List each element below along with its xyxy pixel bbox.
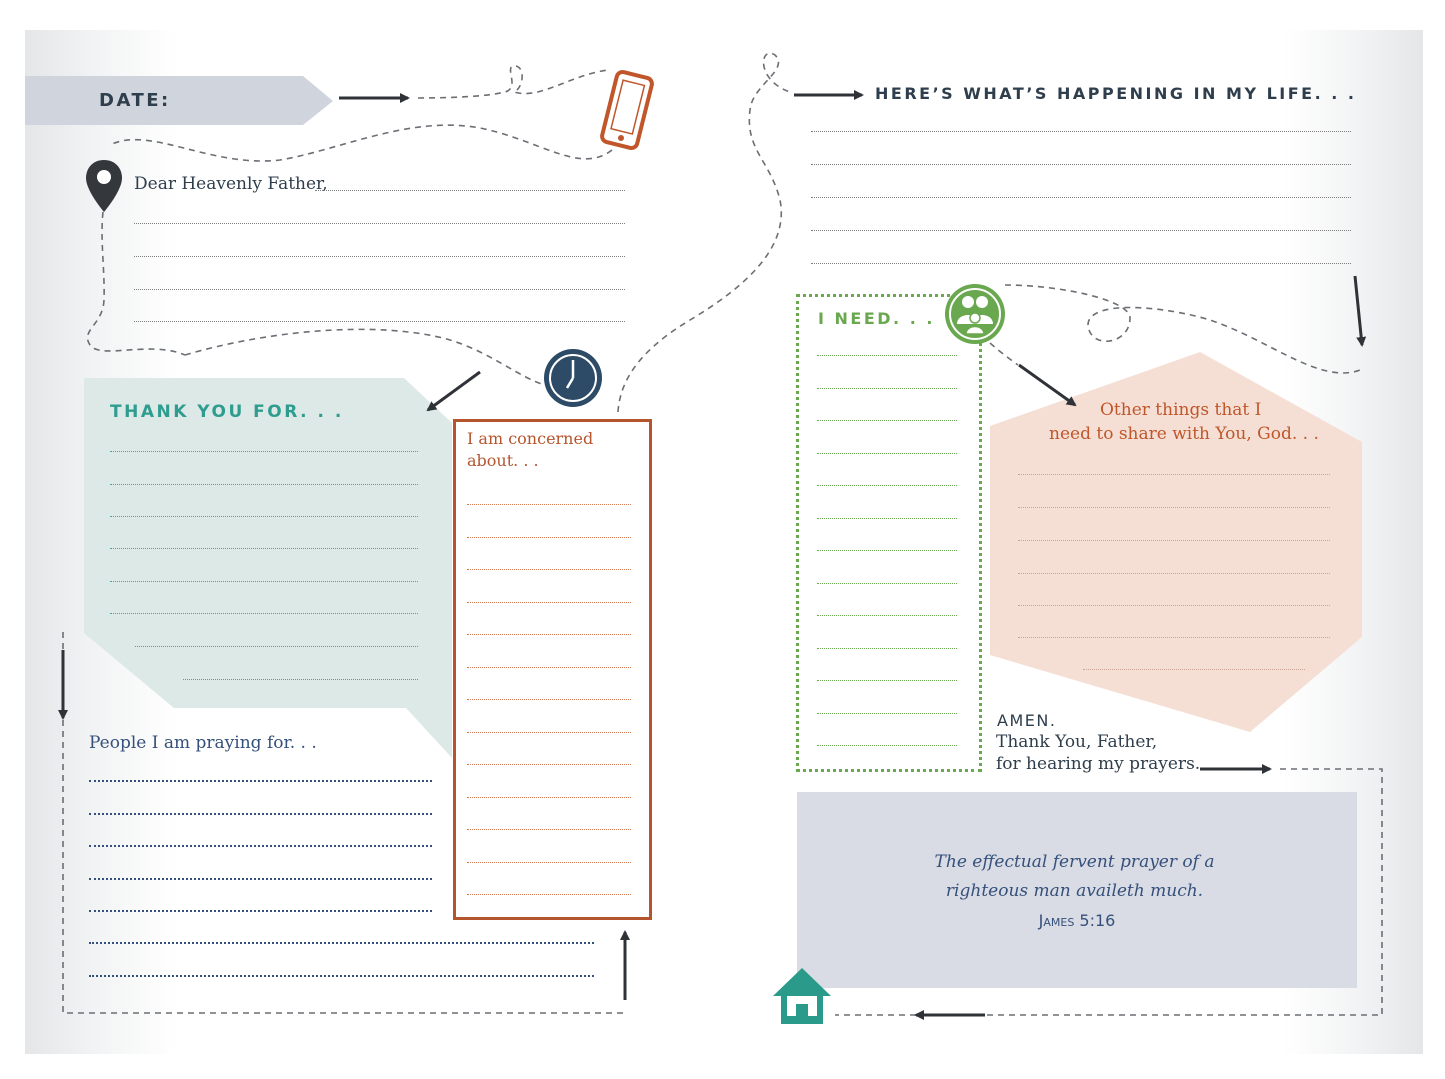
- concerned-heading-line1: I am concerned: [467, 429, 594, 448]
- thank-you-line[interactable]: [110, 613, 418, 614]
- letter-line[interactable]: [134, 289, 625, 290]
- other-line[interactable]: [1018, 474, 1330, 475]
- need-line[interactable]: [817, 713, 957, 714]
- need-line[interactable]: [817, 745, 957, 746]
- verse-line2: righteous man availeth much.: [945, 881, 1204, 901]
- people-heading: People I am praying for. . .: [89, 733, 317, 753]
- need-line[interactable]: [817, 583, 957, 584]
- thank-you-line[interactable]: [110, 581, 418, 582]
- other-line[interactable]: [1083, 669, 1305, 670]
- verse-reference: James 5:16: [1038, 911, 1116, 930]
- concerned-line[interactable]: [467, 894, 631, 895]
- need-line[interactable]: [817, 648, 957, 649]
- need-box: [796, 294, 982, 772]
- thank-you-line[interactable]: [110, 548, 418, 549]
- concerned-box: [453, 419, 652, 920]
- date-banner: [25, 76, 333, 125]
- concerned-line[interactable]: [467, 504, 631, 505]
- need-line[interactable]: [817, 420, 957, 421]
- people-line[interactable]: [89, 845, 432, 847]
- concerned-line[interactable]: [467, 699, 631, 700]
- concerned-line[interactable]: [467, 634, 631, 635]
- need-line[interactable]: [817, 550, 957, 551]
- thank-you-panel: [84, 378, 452, 758]
- concerned-heading-line2: about. . .: [467, 451, 539, 470]
- letter-line[interactable]: [134, 321, 625, 322]
- other-line[interactable]: [1018, 605, 1330, 606]
- concerned-line[interactable]: [467, 797, 631, 798]
- people-line[interactable]: [89, 975, 594, 977]
- other-line[interactable]: [1018, 573, 1330, 574]
- letter-line[interactable]: [134, 256, 625, 257]
- thank-you-line[interactable]: [183, 679, 418, 680]
- need-line[interactable]: [817, 615, 957, 616]
- concerned-line[interactable]: [467, 764, 631, 765]
- thank-you-line[interactable]: [135, 646, 418, 647]
- need-line[interactable]: [817, 518, 957, 519]
- map-pin-icon: [86, 160, 122, 212]
- need-heading: I NEED. . .: [818, 309, 935, 328]
- people-line[interactable]: [89, 910, 432, 912]
- other-line[interactable]: [1018, 540, 1330, 541]
- happening-line[interactable]: [811, 131, 1351, 132]
- happening-line[interactable]: [811, 230, 1351, 231]
- home-icon: [773, 968, 831, 1024]
- people-line[interactable]: [89, 813, 432, 815]
- concerned-line[interactable]: [467, 569, 631, 570]
- thank-you-line[interactable]: [110, 484, 418, 485]
- date-label: DATE:: [99, 90, 171, 111]
- need-line[interactable]: [817, 355, 957, 356]
- need-line[interactable]: [817, 485, 957, 486]
- amen-line3: for hearing my prayers.: [996, 754, 1201, 774]
- concerned-line[interactable]: [467, 829, 631, 830]
- concerned-line[interactable]: [467, 862, 631, 863]
- people-line[interactable]: [89, 942, 594, 944]
- amen-line2: Thank You, Father,: [996, 732, 1158, 752]
- need-line[interactable]: [817, 453, 957, 454]
- concerned-line[interactable]: [467, 537, 631, 538]
- clock-icon: [544, 349, 602, 407]
- need-line[interactable]: [817, 680, 957, 681]
- other-heading-line1: Other things that I: [1100, 400, 1262, 420]
- greeting-write-line[interactable]: [315, 190, 625, 191]
- concerned-line[interactable]: [467, 667, 631, 668]
- happening-line[interactable]: [811, 263, 1351, 264]
- happening-line[interactable]: [811, 164, 1351, 165]
- concerned-line[interactable]: [467, 732, 631, 733]
- other-line[interactable]: [1018, 507, 1330, 508]
- letter-line[interactable]: [134, 223, 625, 224]
- people-icon: [945, 284, 1005, 344]
- verse-line1: The effectual fervent prayer of a: [934, 852, 1215, 872]
- thank-you-line[interactable]: [110, 516, 418, 517]
- amen-line1: AMEN.: [997, 711, 1057, 730]
- phone-icon: [600, 69, 654, 151]
- greeting-text: Dear Heavenly Father,: [134, 174, 328, 194]
- people-line[interactable]: [89, 780, 432, 782]
- thank-you-heading: THANK YOU FOR. . .: [110, 402, 344, 422]
- happening-heading: HERE’S WHAT’S HAPPENING IN MY LIFE. . .: [875, 84, 1357, 103]
- happening-line[interactable]: [811, 197, 1351, 198]
- other-heading-line2: need to share with You, God. . .: [1049, 424, 1319, 444]
- need-line[interactable]: [817, 388, 957, 389]
- thank-you-line[interactable]: [110, 451, 418, 452]
- verse-panel: [797, 792, 1357, 988]
- other-line[interactable]: [1018, 637, 1330, 638]
- people-line[interactable]: [89, 878, 432, 880]
- concerned-line[interactable]: [467, 602, 631, 603]
